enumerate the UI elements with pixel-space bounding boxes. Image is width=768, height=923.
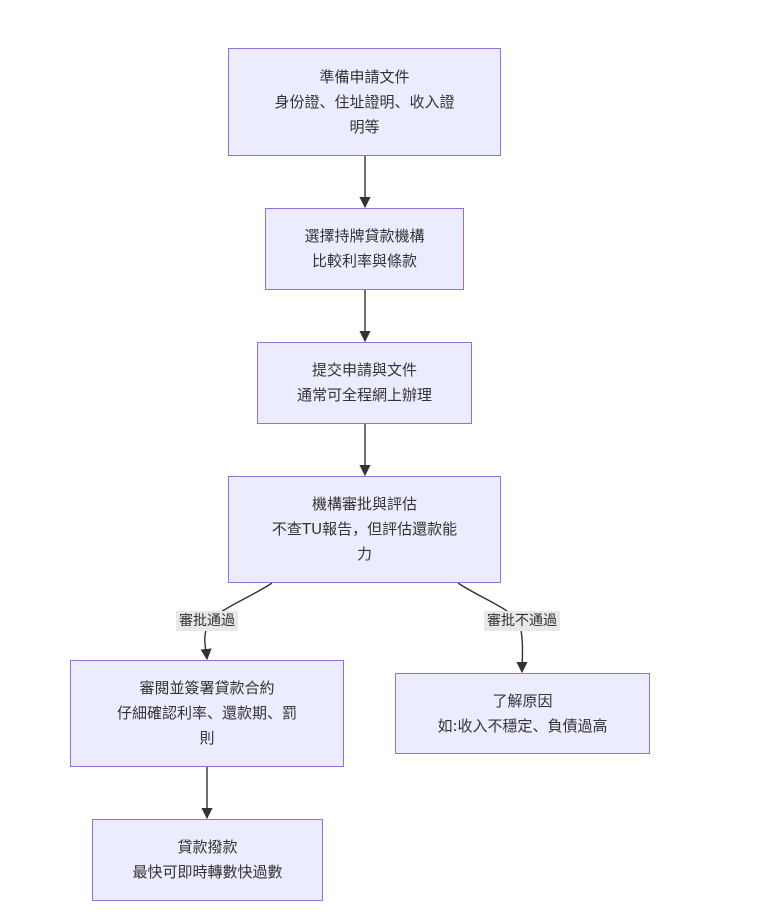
node-review-line-1: 機構審批與評估: [311, 495, 417, 513]
node-choose-line-2: 比較利率與條款: [311, 252, 417, 270]
node-sign-line-3: 則: [199, 729, 215, 747]
node-review-line-2: 不查TU報告，但評估還款能: [271, 520, 458, 538]
node-reason-line-1: 了解原因: [492, 691, 553, 710]
node-sign-line-2: 仔細確認利率、還款期、罰: [116, 704, 297, 722]
node-submit-application: 提交申請與文件 通常可全程網上辦理: [257, 342, 472, 424]
node-choose-line-1: 選擇持牌貸款機構: [304, 227, 425, 245]
node-submit-line-2: 通常可全程網上辦理: [296, 386, 432, 404]
node-review-assessment: 機構審批與評估 不查TU報告，但評估還款能 力: [228, 476, 501, 583]
node-reason-line-2: 如:收入不穩定、負債過高: [437, 716, 608, 735]
node-sign-line-1: 審閱並簽署貸款合約: [139, 679, 275, 697]
node-prepare-documents: 準備申請文件 身份證、住址證明、收入證 明等: [228, 48, 501, 156]
edge-label-approved: 審批通過: [176, 611, 238, 631]
node-disburse-line-1: 貸款撥款: [177, 838, 238, 856]
node-submit-line-1: 提交申請與文件: [311, 361, 417, 379]
node-sign-contract: 審閱並簽署貸款合約 仔細確認利率、還款期、罰 則: [70, 660, 344, 767]
node-understand-reason: 了解原因 如:收入不穩定、負債過高: [395, 673, 650, 754]
node-prepare-line-3: 明等: [349, 117, 380, 136]
node-loan-disbursement: 貸款撥款 最快可即時轉數快過數: [92, 819, 323, 901]
node-disburse-line-2: 最快可即時轉數快過數: [132, 863, 283, 881]
node-prepare-line-2: 身份證、住址證明、收入證: [274, 92, 455, 111]
node-review-line-3: 力: [356, 545, 372, 563]
node-prepare-line-1: 準備申請文件: [319, 67, 410, 86]
edge-label-rejected: 審批不通過: [484, 611, 560, 631]
node-choose-lender: 選擇持牌貸款機構 比較利率與條款: [265, 208, 464, 290]
